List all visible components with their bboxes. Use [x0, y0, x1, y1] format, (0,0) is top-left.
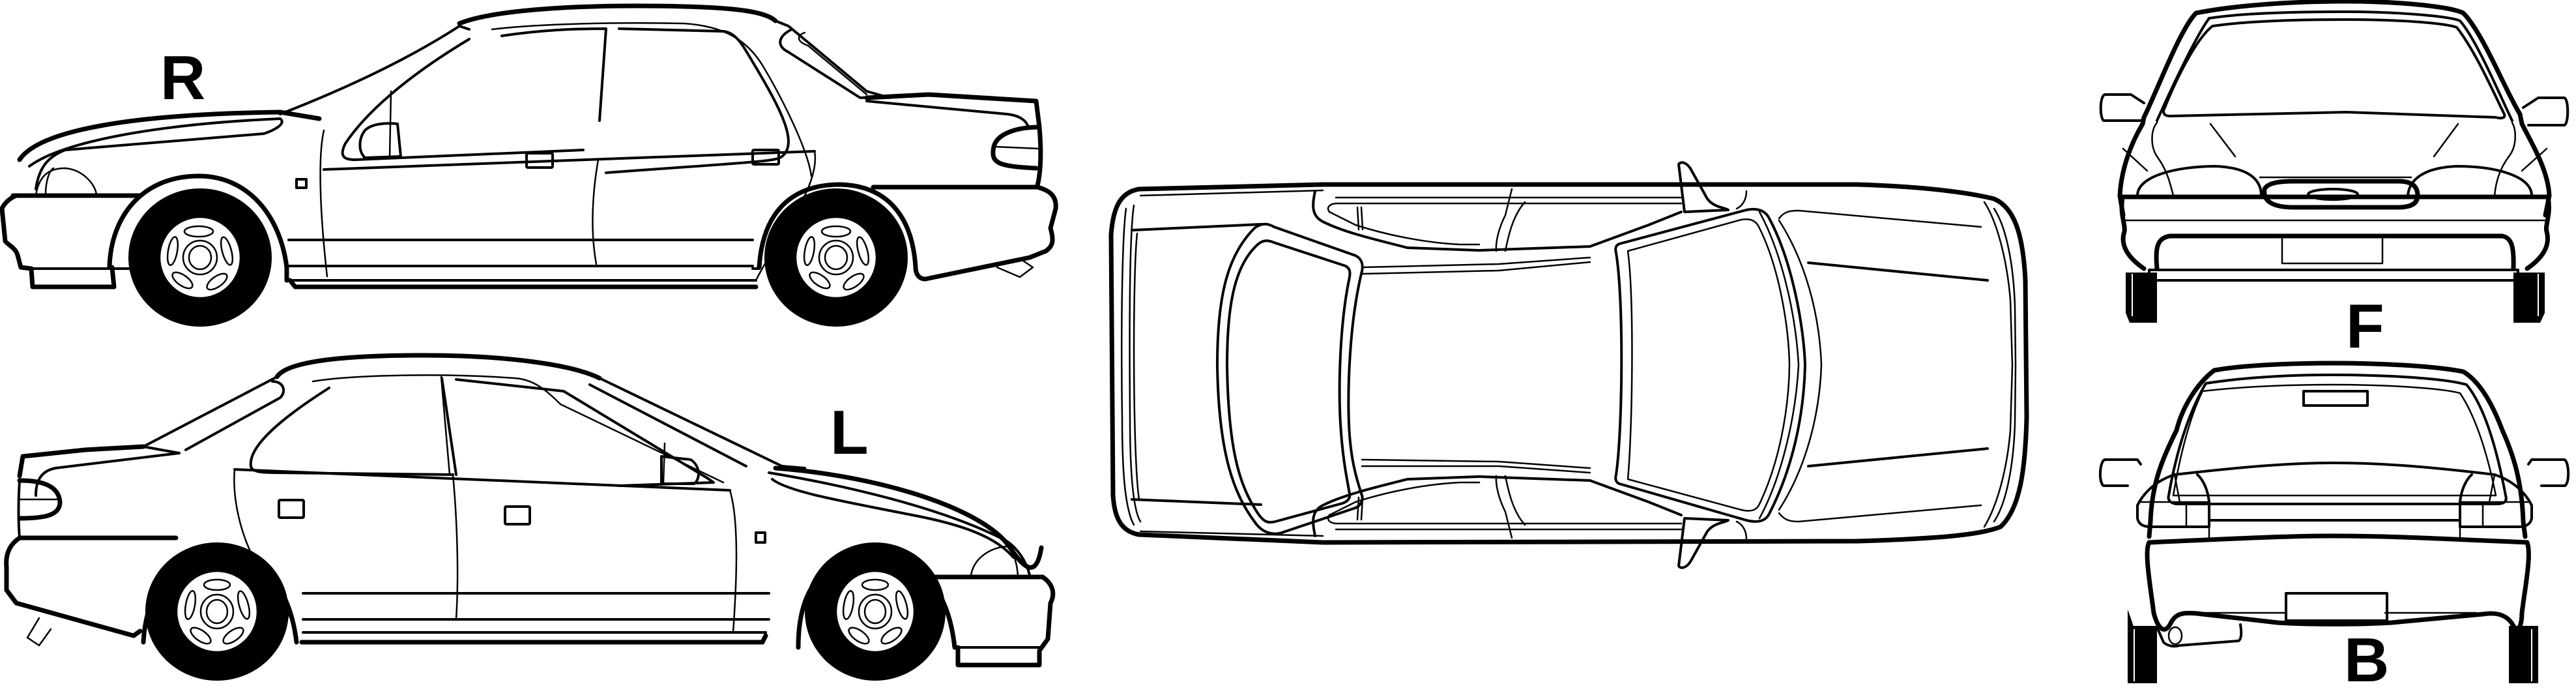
back-view: [2099, 361, 2570, 683]
label-back-view: B: [2344, 625, 2390, 695]
top-view: [1108, 161, 2029, 569]
right-side-view: [0, 3, 1058, 327]
label-right-view: R: [160, 43, 206, 113]
front-view: [2099, 0, 2569, 323]
label-front-view: F: [2346, 291, 2384, 361]
left-side-view: [4, 353, 1056, 681]
label-left-view: L: [830, 398, 869, 467]
